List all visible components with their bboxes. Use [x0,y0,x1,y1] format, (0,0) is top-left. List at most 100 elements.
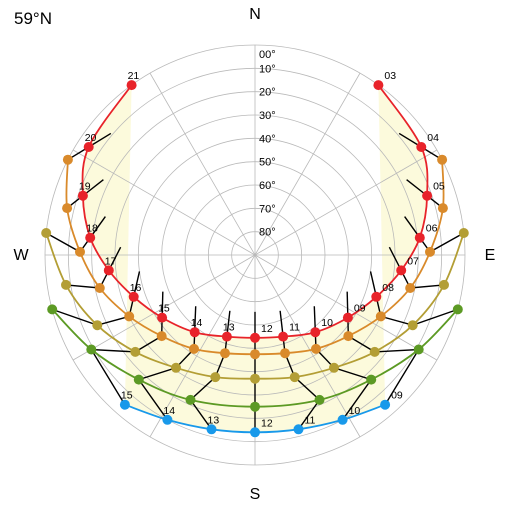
sun-position-point [280,348,290,359]
sun-position-point [189,327,200,338]
hour-line [51,296,135,326]
sun-position-point [220,348,230,359]
hour-label: 04 [427,132,439,144]
hour-label: 13 [223,322,235,334]
altitude-label: 20° [259,87,276,99]
hour-label: 09 [391,390,403,402]
sun-position-point [126,80,137,91]
hour-label: 14 [163,405,175,417]
hour-line [375,296,459,326]
compass-east-label: E [485,247,496,264]
sun-position-point [85,232,96,243]
altitude-label: 70° [259,203,276,215]
hour-label: 09 [354,303,366,315]
hour-label: 12 [261,323,273,335]
sun-position-point [250,349,260,360]
sun-position-point [337,414,348,425]
hour-label: 07 [407,255,419,267]
compass-west-label: W [13,247,29,264]
sun-position-point [278,331,289,342]
sun-position-point [133,374,144,385]
sun-position-point [405,283,416,293]
sun-position-point [439,279,449,290]
sun-position-point [92,320,103,331]
compass-south-label: S [250,486,261,503]
altitude-label: 00° [259,49,276,61]
sun-position-point [103,265,114,276]
daylight-band-area [82,85,428,433]
sun-position-point [343,331,354,342]
sun-position-point [210,372,221,383]
sun-position-point [310,327,321,338]
sun-position-point [185,394,196,405]
sun-position-point [250,373,260,384]
hour-labels: 0304050607080910111213141516171819202109… [79,70,445,429]
azimuth-spoke [254,254,438,361]
hour-label: 10 [321,317,333,329]
sun-position-point [422,190,433,201]
sun-position-point [425,246,435,257]
daylight-band [82,85,428,433]
hour-label: 19 [79,181,91,193]
sun-position-point [206,424,217,435]
altitude-label: 60° [259,180,276,192]
sun-position-point [77,190,88,201]
azimuth-spoke [72,254,256,361]
sun-position-point [62,203,73,214]
sun-position-point [41,228,52,238]
hour-label: 03 [384,70,396,82]
sun-position-point [416,142,427,152]
sun-position-point [437,154,448,165]
sun-position-point [130,346,141,357]
sun-position-point [369,346,380,357]
sun-position-point [329,362,339,373]
sun-position-point [311,343,321,354]
hour-label: 11 [305,414,316,426]
sun-position-point [86,344,97,355]
sun-position-point [61,279,71,290]
sun-position-point [314,394,325,405]
sun-position-point [124,311,135,322]
sun-position-point [189,343,199,354]
sun-position-point [171,362,181,373]
sun-position-point [157,312,168,323]
sun-position-point [458,228,469,238]
sun-position-point [375,311,386,322]
altitude-label: 30° [259,110,276,122]
hour-label: 12 [261,417,273,429]
latitude-title: 59°N [14,9,52,28]
hour-label: 15 [158,303,170,315]
hour-label: 05 [433,181,445,193]
azimuth-spoke [254,149,438,256]
azimuth-spoke [72,149,256,256]
hour-label: 06 [426,223,438,235]
sun-position-point [250,332,260,343]
sun-position-point [75,246,85,257]
sun-position-point [250,401,260,412]
azimuth-spoke [254,72,361,256]
sun-position-point [342,312,353,323]
sun-position-point [62,154,73,165]
hour-label: 21 [128,70,140,82]
hour-label: 11 [289,322,300,334]
sun-position-point [119,399,130,410]
hour-label: 08 [382,282,394,294]
altitude-labels: 00°10°20°30°40°50°60°70°80° [259,49,276,239]
sun-position-point [413,344,424,355]
altitude-label: 10° [259,63,276,75]
sun-position-point [156,331,167,342]
sun-position-point [373,80,384,91]
sun-position-point [289,372,300,383]
sun-position-point [437,203,448,214]
sun-position-point [371,291,382,302]
azimuth-spoke [254,254,361,438]
sun-position-point [162,414,173,425]
compass-north-label: N [249,6,261,23]
hour-label: 15 [121,390,133,402]
polar-grid [44,44,466,466]
sun-position-point [452,304,463,315]
azimuth-spoke [149,72,256,256]
sun-position-point [221,331,232,342]
sun-position-point [94,283,105,293]
sun-paths [41,80,469,438]
